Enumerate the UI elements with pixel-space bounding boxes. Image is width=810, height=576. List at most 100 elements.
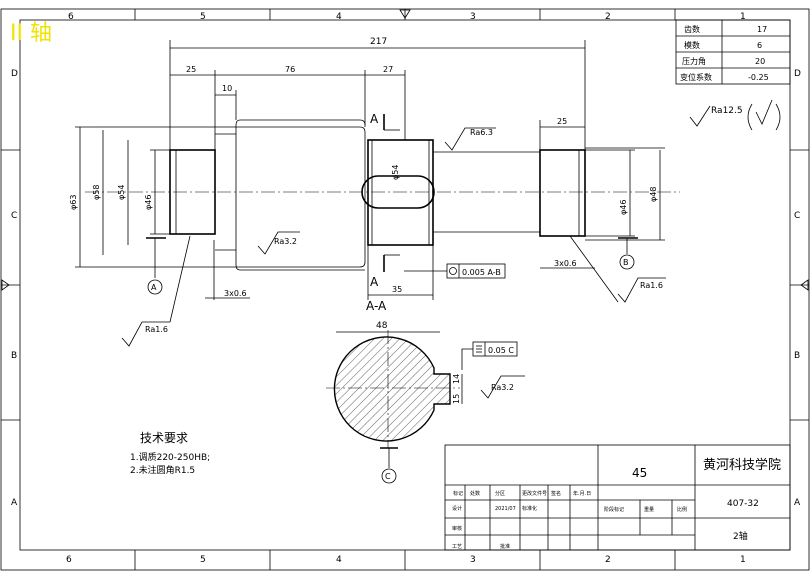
- svg-text:分区: 分区: [495, 490, 505, 497]
- col-label: 4: [336, 555, 342, 565]
- datum-markers: A B C: [146, 237, 638, 484]
- svg-text:Ra3.2: Ra3.2: [274, 237, 297, 246]
- param-value: -0.25: [748, 73, 769, 82]
- shaft-main-view: A A A-A: [85, 112, 680, 313]
- svg-text:签名: 签名: [551, 490, 561, 497]
- tech-item: 1.调质220-250HB;: [130, 451, 210, 463]
- col-label: 3: [470, 12, 476, 22]
- title-block: 标记 处数 分区 更改文件号 签名 年.月.日 设计 2021/07 标准化 工…: [444, 444, 791, 551]
- row-label: D: [794, 69, 801, 79]
- param-label: 模数: [684, 40, 700, 50]
- dim-10: 10: [222, 84, 232, 93]
- row-label: B: [794, 351, 800, 361]
- part-name: 2轴: [733, 530, 748, 542]
- top-zone-markers: 6 5 4 3 2 1: [68, 9, 746, 22]
- dim-phi46-right: φ46: [619, 200, 628, 215]
- col-label: 6: [66, 555, 72, 565]
- param-value: 17: [757, 25, 767, 34]
- dim-76: 76: [285, 65, 295, 74]
- svg-text:审核: 审核: [452, 525, 462, 532]
- keyway: [361, 175, 435, 209]
- shaft-flange-outline: [94, 126, 366, 268]
- dim-key-depth: 15: [452, 394, 461, 404]
- section-name: A-A: [366, 299, 387, 313]
- param-value: 20: [755, 57, 765, 66]
- drawing-number: 407-32: [727, 499, 759, 509]
- col-label: 2: [605, 12, 611, 22]
- row-label: C: [11, 211, 17, 221]
- col-label: 6: [68, 12, 74, 22]
- tech-heading: 技术要求: [140, 431, 188, 445]
- material: 45: [632, 466, 647, 480]
- section-hatch: [333, 336, 451, 442]
- svg-text:更改文件号: 更改文件号: [522, 490, 547, 497]
- school-name: 黄河科技学院: [703, 457, 781, 473]
- svg-text:0.05 C: 0.05 C: [488, 346, 514, 355]
- global-roughness: Ra12.5: [689, 99, 781, 131]
- svg-text:工艺: 工艺: [452, 544, 462, 550]
- param-label: 齿数: [684, 24, 700, 34]
- tech-item: 2.未注圆角R1.5: [130, 464, 195, 476]
- bottom-zone-markers: 6 5 4 3 2 1: [66, 550, 746, 570]
- dim-25: 25: [186, 65, 196, 74]
- dim-25-right: 25: [557, 117, 567, 126]
- section-mark-top: A: [370, 112, 379, 126]
- datum-a: A: [151, 283, 157, 292]
- svg-text:处数: 处数: [470, 490, 480, 497]
- roughness-symbols: Ra6.3 Ra3.2 Ra1.6 Ra1.6 Ra3.2: [121, 127, 666, 399]
- section-view: 48 15 14: [326, 321, 463, 448]
- drawing-title: II 轴: [10, 21, 52, 46]
- param-label: 变位系数: [680, 72, 712, 82]
- dim-phi46-left: φ46: [144, 195, 153, 210]
- col-label: 5: [200, 555, 206, 565]
- col-label: 2: [605, 555, 611, 565]
- col-label: 1: [740, 12, 746, 22]
- tech-requirements: 技术要求 1.调质220-250HB; 2.未注圆角R1.5: [130, 431, 210, 476]
- datum-b: B: [623, 258, 629, 267]
- tolerance-runout: 0.005 A-B: [404, 263, 506, 279]
- dim-section: 48: [376, 321, 388, 331]
- svg-text:标记: 标记: [453, 490, 463, 497]
- dim-phi54-key: φ54: [391, 165, 400, 180]
- chamfer-right: 3x0.6: [554, 259, 577, 268]
- col-label: 3: [470, 555, 476, 565]
- side-zone-markers: D C B A D C B A: [1, 69, 809, 508]
- gear-section: [367, 139, 434, 246]
- row-label: D: [11, 69, 18, 79]
- dim-27: 27: [383, 65, 393, 74]
- col-label: 5: [200, 12, 206, 22]
- svg-text:0.005 A-B: 0.005 A-B: [462, 268, 501, 277]
- svg-text:Ra3.2: Ra3.2: [491, 383, 514, 392]
- param-value: 6: [757, 41, 762, 50]
- param-label: 压力角: [682, 56, 706, 66]
- dim-total: 217: [370, 37, 387, 47]
- chamfer-left: 3x0.6: [224, 289, 247, 298]
- right-bearing-journal: [539, 149, 586, 237]
- datum-c: C: [385, 472, 391, 481]
- svg-text:Ra12.5: Ra12.5: [711, 106, 743, 116]
- row-label: A: [794, 498, 801, 508]
- dim-phi63: φ63: [69, 195, 78, 210]
- svg-text:年.月.日: 年.月.日: [573, 490, 591, 497]
- svg-text:批准: 批准: [500, 543, 510, 550]
- col-label: 1: [740, 555, 746, 565]
- col-label: 4: [336, 12, 342, 22]
- svg-text:重量: 重量: [644, 506, 654, 513]
- dim-key-width: 14: [452, 374, 461, 384]
- svg-text:比例: 比例: [677, 506, 687, 513]
- svg-text:Ra1.6: Ra1.6: [640, 281, 663, 290]
- dim-phi48: φ48: [649, 187, 658, 202]
- tolerance-symmetry: 0.05 C: [461, 341, 518, 370]
- svg-text:Ra1.6: Ra1.6: [145, 325, 168, 334]
- svg-text:Ra6.3: Ra6.3: [470, 128, 493, 137]
- svg-text:2021/07: 2021/07: [495, 506, 516, 512]
- svg-text:阶段标记: 阶段标记: [604, 506, 624, 513]
- params-table: 齿数 17 模数 6 压力角 20 变位系数 -0.25: [675, 19, 791, 85]
- svg-text:设计: 设计: [452, 505, 462, 512]
- section-mark-bottom: A: [370, 275, 379, 289]
- dim-35: 35: [392, 285, 402, 294]
- row-label: C: [794, 211, 800, 221]
- row-label: B: [11, 351, 17, 361]
